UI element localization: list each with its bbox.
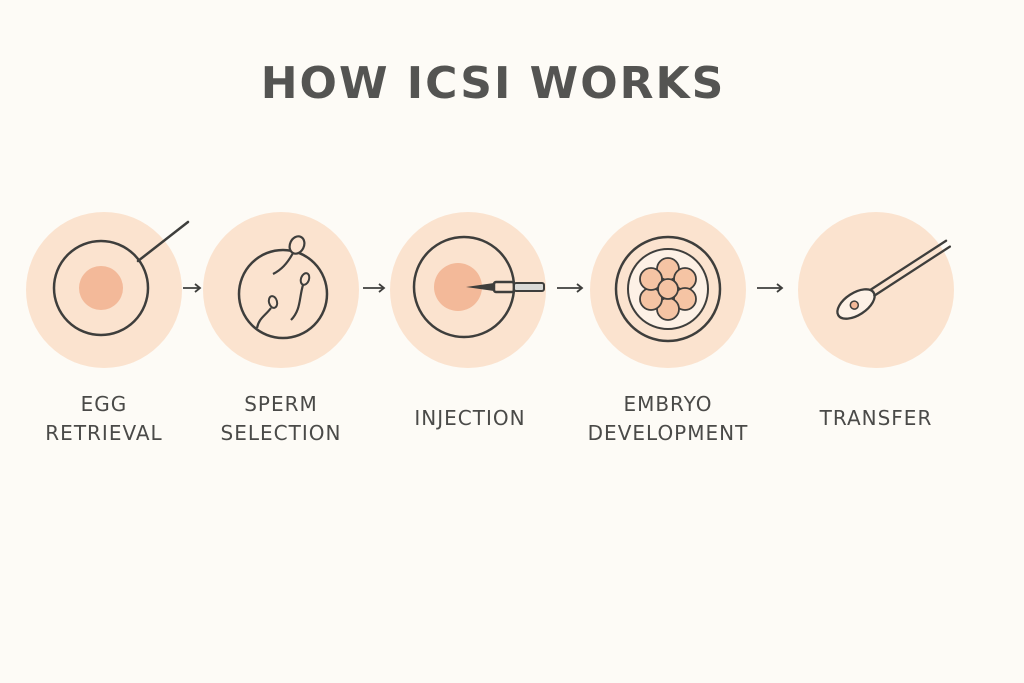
step-label-injection: INJECTION <box>414 406 526 430</box>
step-egg-retrieval <box>26 212 190 368</box>
step-injection <box>390 212 546 368</box>
arrow-icon <box>756 280 784 300</box>
page-title: HOW ICSI WORKS <box>260 58 726 109</box>
step-label-embryo-development: EMBRYO DEVELOPMENT <box>587 392 749 445</box>
injection-icon <box>390 212 546 368</box>
step-label-sperm-selection: SPERM SELECTION <box>220 392 342 445</box>
egg-retrieval-icon <box>26 212 190 368</box>
step-label-transfer: TRANSFER <box>819 406 933 430</box>
step-label-egg-retrieval: EGG RETRIEVAL <box>45 392 163 445</box>
step-embryo-development <box>590 212 746 368</box>
step-transfer <box>798 212 954 368</box>
arrow-icon <box>362 280 386 300</box>
arrow-icon <box>556 280 584 300</box>
embryo-development-icon <box>590 212 746 368</box>
arrow-icon <box>182 280 202 300</box>
sperm-selection-icon <box>203 212 359 368</box>
step-sperm-selection <box>203 212 359 368</box>
transfer-icon <box>798 212 954 368</box>
